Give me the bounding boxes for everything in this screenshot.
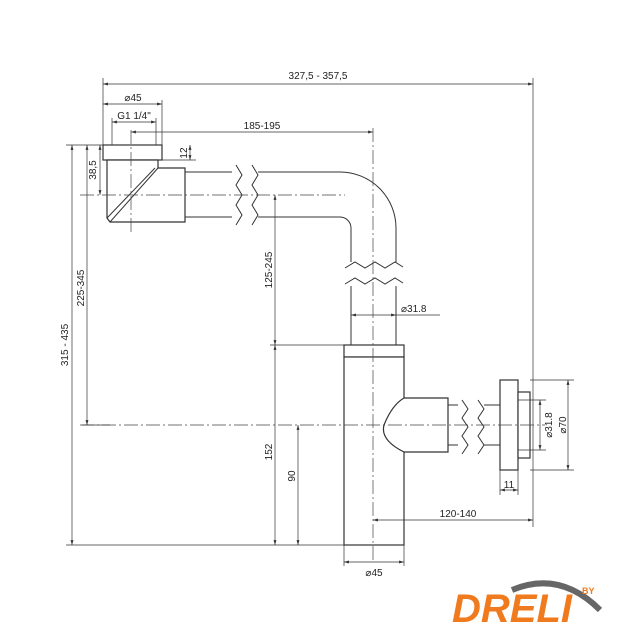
siphon-body [343,356,405,546]
logo-text: DRELI [452,587,573,631]
dim-body-diameter: ⌀45 [365,568,383,579]
dim-body-height: 152 [264,443,275,460]
dim-inlet-to-axis: 185-195 [244,121,281,132]
siphon-part [102,144,531,546]
dreli-logo: DRELI BY [452,580,603,631]
extension-lines [66,78,574,566]
dim-flange-thickness: 11 [504,480,515,491]
inlet-cap [102,144,163,161]
dim-pipe-diameter: ⌀31.8 [401,304,427,315]
center-lines [80,128,545,560]
dim-cap-height: 12 [179,147,190,159]
dim-inlet-height: 38,5 [88,160,99,180]
dim-total-height: 315 - 435 [60,323,71,366]
dim-outlet-pipe-diameter: ⌀31.8 [544,412,555,438]
dimension-labels: 327,5 - 357,5 ⌀45 G1 1/4" 185-195 12 38,… [60,71,569,579]
dim-pipe-drop: 125-245 [264,251,275,288]
body-collar [343,344,405,358]
dim-outlet-height-range: 225-345 [76,269,87,306]
dim-thread: G1 1/4" [117,111,151,122]
logo-swoosh [510,580,603,613]
dim-outlet-height: 90 [287,470,298,482]
dim-flange-diameter: ⌀70 [558,416,569,434]
dim-wall-distance: 120-140 [440,509,477,520]
dim-inlet-diameter: ⌀45 [124,93,142,104]
logo-by: BY [582,586,595,596]
dim-overall-width: 327,5 - 357,5 [289,71,348,82]
dimension-lines [70,82,570,564]
